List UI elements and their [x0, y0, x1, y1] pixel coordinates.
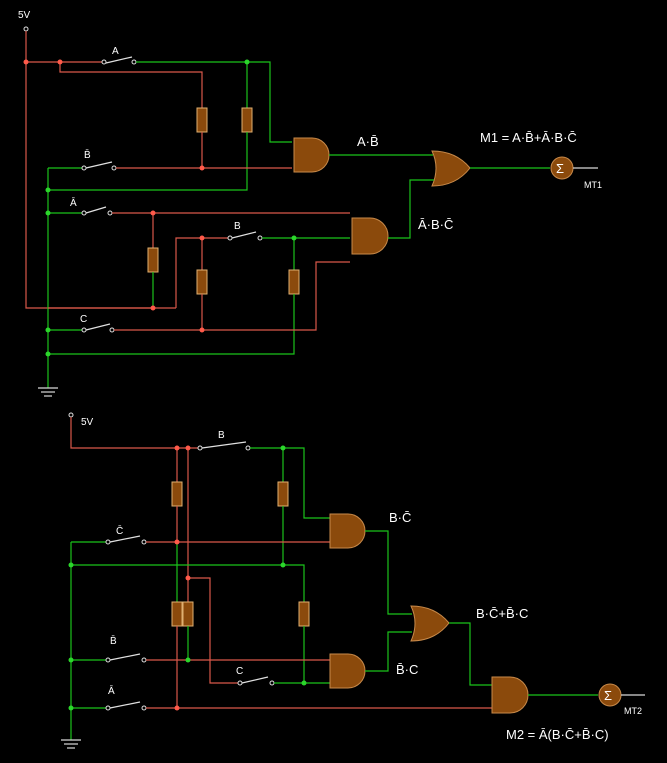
- resistor-r1: [196, 107, 208, 133]
- switch-b-2[interactable]: B: [197, 430, 251, 451]
- supply-2-label: 5V: [81, 417, 94, 428]
- and-1-output-label: A·B̄: [357, 134, 379, 149]
- mt2-label: MT2: [624, 706, 642, 716]
- wire-a-out: [136, 61, 292, 143]
- svg-text:Σ: Σ: [604, 688, 612, 703]
- switch-c-2-label: C: [236, 666, 243, 677]
- resistor-r7: [171, 481, 183, 507]
- resistor-r5: [288, 269, 300, 295]
- switch-b-bar-2-label: B̄: [110, 634, 117, 647]
- ground-2: [61, 739, 81, 749]
- and-gate-4: [329, 653, 366, 689]
- supply-1-terminal: [23, 26, 29, 32]
- resistor-r4: [196, 269, 208, 295]
- switch-a[interactable]: A: [101, 46, 137, 65]
- switch-c-label: C: [80, 314, 87, 325]
- switch-b-bar-2[interactable]: B̄: [71, 634, 147, 663]
- and-4-output-label: B̄·C: [396, 662, 418, 677]
- resistor-r9: [182, 601, 194, 627]
- switch-a-label: A: [112, 46, 119, 57]
- switch-c-2[interactable]: C: [236, 666, 275, 686]
- m2-expression: M2 = Ā(B·C̄+B̄·C): [506, 727, 609, 742]
- or-gate-1: [431, 150, 471, 187]
- or-2-output-label: B·C̄+B̄·C: [476, 606, 528, 621]
- and-gate-5: [491, 676, 529, 714]
- mt1-label: MT1: [584, 180, 602, 190]
- switch-b-bar-label: B̄: [84, 148, 91, 161]
- supply-2-terminal: [68, 412, 74, 418]
- resistor-r6: [277, 481, 289, 507]
- m1-expression: M1 = A·B̄+Ā·B·C̄: [480, 130, 577, 145]
- ground-1: [38, 387, 58, 397]
- switch-b-bar[interactable]: B̄: [48, 148, 117, 171]
- wire-r1-top: [59, 62, 203, 108]
- and-gate-3: [329, 513, 366, 549]
- and-gate-2: [351, 217, 389, 255]
- meter-mt2: Σ MT2: [598, 683, 645, 716]
- circuit-2: 5V B C̄ B·C̄: [61, 412, 645, 749]
- switch-a-bar-2-label: Ā: [108, 685, 115, 697]
- circuit-1: 5V A B̄: [18, 10, 602, 397]
- supply-1-label: 5V: [18, 10, 31, 21]
- wire-5v-rail: [25, 62, 152, 309]
- meter-mt1: Σ MT1: [550, 156, 602, 190]
- switch-b-2-label: B: [218, 430, 225, 441]
- switch-c[interactable]: C: [48, 314, 115, 333]
- switch-a-bar[interactable]: Ā: [48, 197, 113, 216]
- resistor-r3: [147, 247, 159, 273]
- switch-c-bar-label: C̄: [116, 524, 123, 537]
- switch-a-bar-label: Ā: [70, 197, 77, 209]
- resistor-r2: [241, 107, 253, 133]
- switch-b-label: B: [234, 221, 241, 232]
- switch-a-bar-2[interactable]: Ā: [71, 685, 147, 711]
- resistor-r10: [298, 601, 310, 627]
- switch-b[interactable]: B: [227, 221, 263, 241]
- resistor-r8: [171, 601, 183, 627]
- and-3-output-label: B·C̄: [389, 510, 411, 525]
- or-gate-2: [410, 605, 450, 642]
- svg-text:Σ: Σ: [556, 161, 564, 176]
- switch-c-bar[interactable]: C̄: [71, 524, 147, 545]
- and-gate-1: [293, 137, 330, 173]
- and-2-output-label: Ā·B·C̄: [418, 217, 453, 232]
- wire-supply-2: [70, 417, 198, 449]
